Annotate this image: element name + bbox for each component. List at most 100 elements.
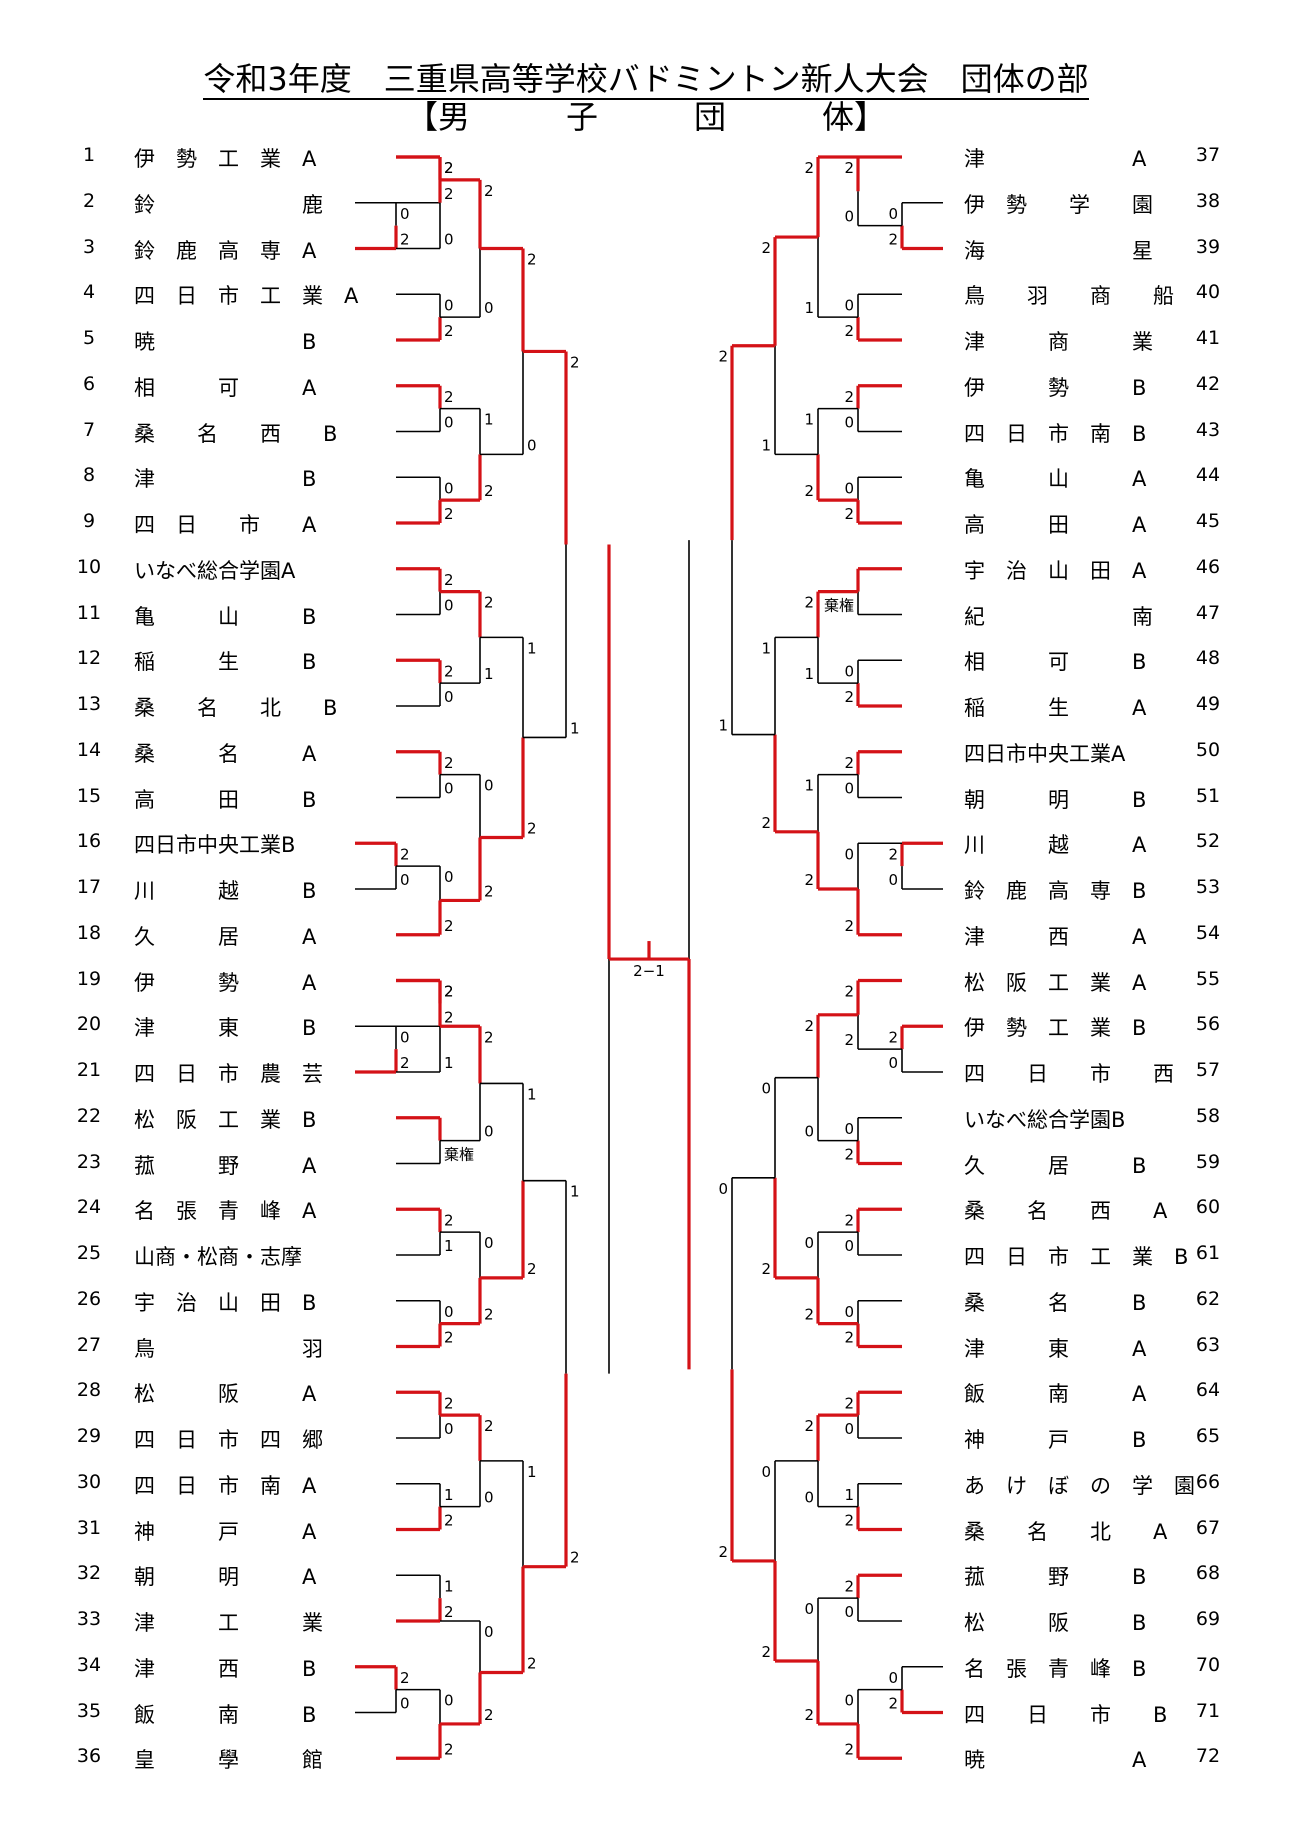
team-name: 高 田 A	[964, 513, 1147, 537]
match-score: 2	[444, 571, 454, 589]
match-score: 1	[804, 777, 814, 795]
team-name: 伊 勢 工 業 A	[134, 147, 317, 171]
match-score: 2	[844, 1211, 854, 1229]
match-score: 0	[400, 205, 410, 223]
team-number: 15	[76, 784, 102, 807]
team-name: 亀 山 B	[134, 604, 317, 629]
match-score: 2	[761, 1643, 771, 1661]
team-name: 飯 南 A	[964, 1382, 1147, 1407]
match-score: 2	[444, 1211, 454, 1229]
team-number: 69	[1195, 1608, 1221, 1630]
match-score: 棄権	[824, 597, 854, 615]
match-score: 1	[484, 411, 494, 429]
team-name: 松 阪 工 業 A	[964, 970, 1147, 995]
match-score: 2	[444, 505, 454, 523]
team-number: 17	[76, 876, 102, 898]
match-score: 1	[527, 1463, 537, 1481]
team-name: 川 越 B	[134, 879, 317, 903]
match-score: 2	[804, 1706, 814, 1724]
team-number: 67	[1195, 1516, 1221, 1539]
team-number: 53	[1195, 876, 1221, 898]
team-number: 40	[1195, 281, 1221, 304]
team-number: 64	[1195, 1379, 1221, 1402]
team-name: 皇 學 館	[134, 1748, 323, 1773]
team-number: 54	[1195, 921, 1221, 944]
match-score: 2	[844, 1146, 854, 1164]
match-score: 0	[844, 1603, 854, 1621]
match-score: 2	[444, 1008, 454, 1026]
page-subtitle: 【男 子 団 体】	[405, 98, 886, 136]
team-name: 四日市中央工業B	[134, 833, 296, 858]
team-number: 10	[76, 555, 102, 578]
final-score: 2−1	[633, 962, 665, 980]
team-name: 稲 生 B	[134, 650, 317, 675]
match-score: 0	[844, 414, 854, 432]
team-name: 鳥 羽 商 船	[964, 284, 1174, 309]
team-number: 18	[76, 921, 102, 944]
match-score: 1	[527, 639, 537, 657]
match-score: 2	[527, 251, 537, 269]
match-score: 2	[804, 482, 814, 500]
match-score: 2	[484, 882, 494, 900]
team-number: 4	[82, 281, 96, 304]
team-name: いなべ総合学園A	[134, 558, 296, 583]
team-number: 58	[1195, 1104, 1221, 1127]
team-name: 津 東 B	[134, 1016, 317, 1041]
team-number: 47	[1195, 601, 1221, 624]
match-score: 2	[400, 231, 410, 249]
team-name: 松 阪 A	[134, 1382, 317, 1407]
team-number: 16	[76, 830, 102, 853]
match-score: 2	[844, 754, 854, 772]
team-name: 宇 治 山 田 A	[964, 558, 1147, 583]
match-score: 0	[844, 845, 854, 863]
match-score: 2	[844, 1577, 854, 1595]
team-name: 名 張 青 峰 A	[134, 1199, 317, 1224]
match-score: 2	[844, 1740, 854, 1758]
team-number: 6	[82, 372, 96, 395]
team-name: 四 日 市 農 芸	[134, 1062, 323, 1086]
team-name: 名 張 青 峰 B	[964, 1656, 1147, 1681]
match-score: 2	[527, 820, 537, 838]
team-name: 鈴 鹿 高 専 A	[134, 238, 317, 263]
team-number: 52	[1195, 830, 1221, 853]
team-number: 39	[1195, 235, 1221, 258]
team-number: 62	[1195, 1287, 1221, 1310]
team-name: あ け ぼ の 学 園	[964, 1473, 1195, 1498]
match-score: 2	[484, 1028, 494, 1046]
team-number: 35	[76, 1699, 102, 1722]
team-name: 相 可 B	[964, 650, 1147, 675]
team-name: 桑 名 B	[964, 1290, 1147, 1315]
team-name: 暁 A	[964, 1748, 1147, 1773]
team-name: 飯 南 B	[134, 1702, 317, 1727]
match-score: 2	[888, 231, 898, 249]
match-score: 2	[444, 917, 454, 935]
team-name: 山商・松商・志摩	[134, 1245, 302, 1269]
team-number: 65	[1195, 1425, 1221, 1447]
team-name: 松 阪 工 業 B	[134, 1107, 317, 1132]
match-score: 0	[400, 1028, 410, 1046]
match-score: 2	[444, 159, 454, 177]
match-score: 2	[484, 182, 494, 200]
team-name: 鳥 羽	[134, 1336, 323, 1361]
match-score: 2	[761, 814, 771, 832]
match-score: 0	[844, 479, 854, 497]
match-score: 0	[844, 1120, 854, 1138]
match-score: 2	[570, 1549, 580, 1567]
team-name: 津 西 A	[964, 924, 1147, 949]
match-score: 2	[844, 505, 854, 523]
team-name: 桑 名 北 B	[134, 696, 338, 720]
match-score: 0	[444, 1420, 454, 1438]
match-score: 2	[761, 1260, 771, 1278]
match-score: 2	[804, 594, 814, 612]
match-score: 2	[844, 159, 854, 177]
team-number: 20	[76, 1013, 102, 1036]
match-score: 2	[484, 1306, 494, 1324]
team-name: 伊 勢 工 業 B	[964, 1016, 1147, 1041]
match-score: 2	[761, 239, 771, 257]
match-score: 2	[444, 1512, 454, 1530]
team-number: 38	[1195, 189, 1221, 212]
team-name: 松 阪 B	[964, 1611, 1147, 1635]
team-number: 2	[82, 189, 96, 212]
match-score: 2	[844, 322, 854, 340]
page-title: 令和3年度 三重県高等学校バドミントン新人大会 団体の部	[0, 60, 1292, 100]
